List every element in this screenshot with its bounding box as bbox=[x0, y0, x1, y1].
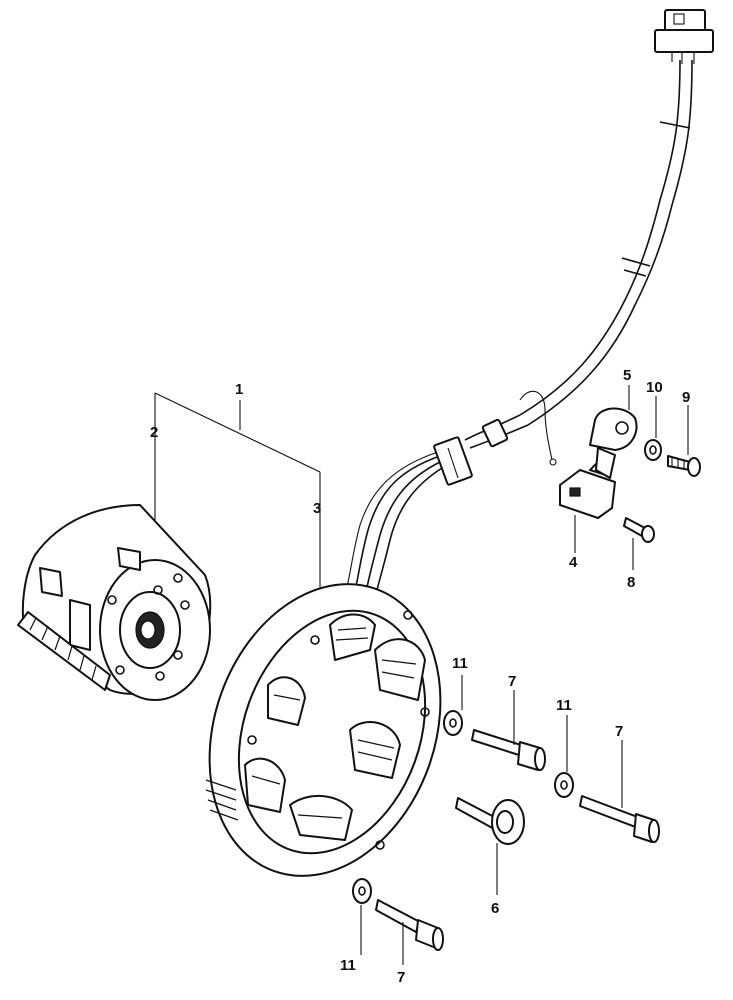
callout-7-a: 7 bbox=[508, 673, 516, 690]
bolt-6 bbox=[455, 797, 525, 845]
mid-connector bbox=[433, 418, 509, 486]
callout-9: 9 bbox=[682, 389, 690, 406]
callout-4: 4 bbox=[569, 554, 578, 571]
leader-lines bbox=[360, 385, 689, 965]
bolt-7-a bbox=[471, 729, 546, 771]
stator bbox=[205, 583, 442, 877]
callout-10: 10 bbox=[646, 379, 663, 396]
washer-11-c bbox=[352, 878, 372, 904]
callout-7-c: 7 bbox=[397, 969, 405, 986]
assembly-bracket bbox=[154, 392, 321, 588]
callout-1: 1 bbox=[235, 381, 243, 398]
callout-6: 6 bbox=[491, 900, 499, 917]
washer-11-a bbox=[443, 710, 463, 736]
callout-3: 3 bbox=[313, 500, 321, 517]
callout-11-c: 11 bbox=[340, 957, 356, 974]
callout-labels: 1 2 3 4 5 6 7 7 7 8 9 10 11 11 11 bbox=[150, 367, 690, 986]
top-connector bbox=[654, 9, 714, 64]
pulser-generator bbox=[589, 407, 638, 479]
bolt-7-b bbox=[579, 795, 660, 843]
callout-11-b: 11 bbox=[556, 697, 572, 714]
washer-11-b bbox=[554, 772, 574, 798]
callout-8: 8 bbox=[627, 574, 635, 591]
callout-5: 5 bbox=[623, 367, 631, 384]
wiring-harness bbox=[345, 59, 693, 595]
screw-8 bbox=[623, 517, 655, 543]
washer-10 bbox=[644, 439, 662, 461]
callout-2: 2 bbox=[150, 424, 158, 441]
rotor-flywheel bbox=[17, 504, 212, 701]
screw-9 bbox=[667, 455, 701, 477]
callout-7-b: 7 bbox=[615, 723, 623, 740]
bolt-7-c bbox=[375, 899, 444, 951]
callout-11-a: 11 bbox=[452, 655, 468, 672]
